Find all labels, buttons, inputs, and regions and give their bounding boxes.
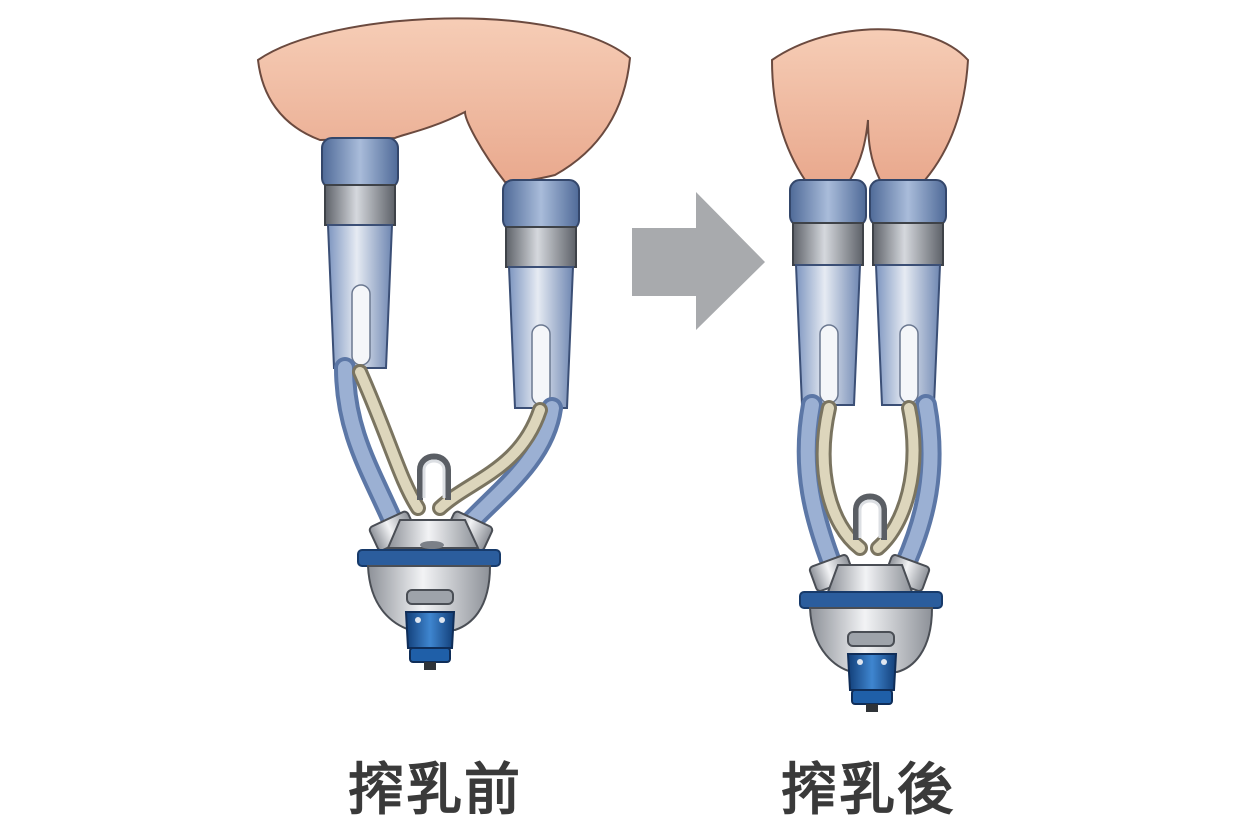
- before-milking-illustration: [256, 17, 632, 670]
- caption-after-milking: 搾乳後: [781, 758, 955, 823]
- milking-claw-after: [799, 493, 943, 712]
- teat-cup-left: [321, 137, 399, 369]
- udder-empty: [770, 28, 970, 181]
- after-milking-illustration: [770, 28, 970, 712]
- teat-cup-right: [502, 179, 580, 409]
- arrow-right-icon: [632, 192, 765, 330]
- caption-before-milking: 搾乳前: [348, 758, 522, 823]
- teat-cup-after-left: [789, 179, 867, 406]
- milking-claw: [357, 453, 501, 670]
- udder-full: [256, 17, 632, 184]
- teat-cup-after-right: [869, 179, 947, 406]
